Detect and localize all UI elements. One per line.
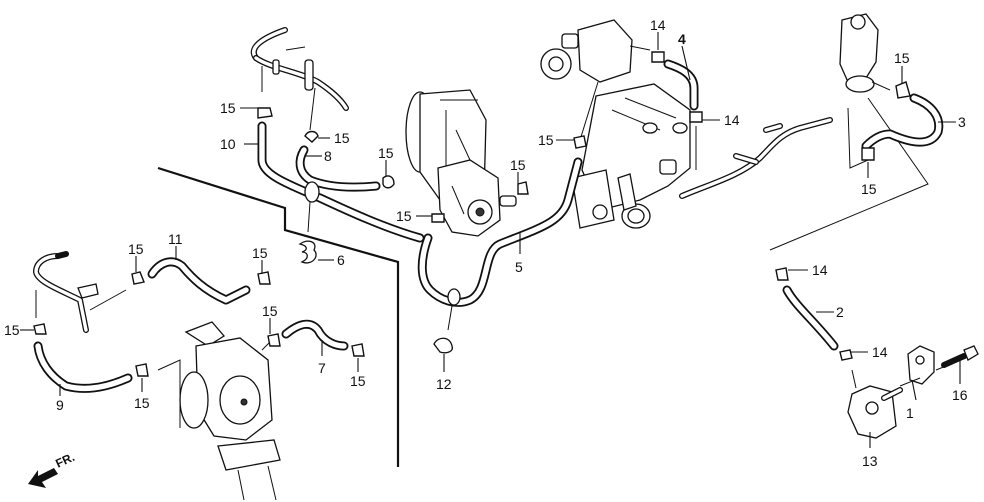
front-direction-arrow-icon <box>28 468 58 488</box>
callout-15-j[interactable]: 15 <box>252 245 268 261</box>
air-valve-upper-right <box>769 13 929 251</box>
callout-5[interactable]: 5 <box>515 259 523 275</box>
callout-15-c[interactable]: 15 <box>378 145 394 161</box>
callout-15-m[interactable]: 15 <box>262 303 278 319</box>
callout-15-f[interactable]: 15 <box>538 132 554 148</box>
assembly-guide-line <box>307 201 311 233</box>
sensor-1 <box>899 345 935 387</box>
callout-15-h[interactable]: 15 <box>861 181 877 197</box>
callout-14-b[interactable]: 14 <box>724 112 740 128</box>
hose-3[interactable] <box>861 93 944 151</box>
water-pipe-right <box>679 117 833 199</box>
hose-5[interactable] <box>417 157 583 307</box>
callout-3[interactable]: 3 <box>958 114 966 130</box>
callout-14-a[interactable]: 14 <box>650 17 666 33</box>
hose-grommet <box>447 288 461 306</box>
callout-15-a[interactable]: 15 <box>220 100 236 116</box>
callout-9[interactable]: 9 <box>56 397 64 413</box>
callout-6[interactable]: 6 <box>337 252 345 268</box>
callout-12[interactable]: 12 <box>436 376 452 392</box>
throttle-body-inset <box>157 321 281 501</box>
hose-clamp <box>33 51 911 377</box>
hose-grommet <box>304 181 320 203</box>
hose-11[interactable] <box>147 257 251 305</box>
water-outlet-housing-13 <box>847 369 903 439</box>
callout-16[interactable]: 16 <box>952 387 968 403</box>
front-direction-label: FR. <box>53 450 76 471</box>
bolt-16 <box>935 345 979 371</box>
inset-frame <box>157 166 400 467</box>
callout-15-d[interactable]: 15 <box>396 208 412 224</box>
throttle-body-upper <box>405 89 517 237</box>
callout-7[interactable]: 7 <box>318 360 326 376</box>
callout-14-c[interactable]: 14 <box>812 262 828 278</box>
callout-4[interactable]: 4 <box>678 31 686 47</box>
hose-10[interactable] <box>257 121 425 243</box>
hose-4[interactable] <box>663 59 699 111</box>
water-pipe-inset <box>33 251 127 333</box>
callout-8[interactable]: 8 <box>324 148 332 164</box>
hose-2[interactable] <box>782 285 839 351</box>
callout-15-g[interactable]: 15 <box>894 50 910 66</box>
callout-11[interactable]: 11 <box>168 231 183 247</box>
intake-manifold <box>571 83 691 229</box>
callout-15-i[interactable]: 15 <box>128 241 144 257</box>
clip-12-shape <box>433 337 453 354</box>
air-control-valve <box>540 19 651 141</box>
callout-10[interactable]: 10 <box>220 136 236 152</box>
callout-2[interactable]: 2 <box>836 304 844 320</box>
callout-15-e[interactable]: 15 <box>510 157 526 173</box>
callout-1[interactable]: 1 <box>906 405 914 421</box>
callout-15-k[interactable]: 15 <box>4 322 20 338</box>
callout-15-b[interactable]: 15 <box>334 130 350 146</box>
callout-15-l[interactable]: 15 <box>134 395 150 411</box>
hose-8[interactable] <box>295 145 381 192</box>
leader-lines <box>20 32 961 448</box>
callout-14-d[interactable]: 14 <box>872 344 888 360</box>
clip-6-shape <box>298 240 317 264</box>
callout-15-n[interactable]: 15 <box>350 373 366 389</box>
callout-13[interactable]: 13 <box>862 453 878 469</box>
water-pipe-upper-left <box>250 27 349 131</box>
hose-7[interactable] <box>281 319 349 351</box>
hose-9[interactable] <box>33 341 133 393</box>
assembly-guide-line <box>447 305 453 331</box>
